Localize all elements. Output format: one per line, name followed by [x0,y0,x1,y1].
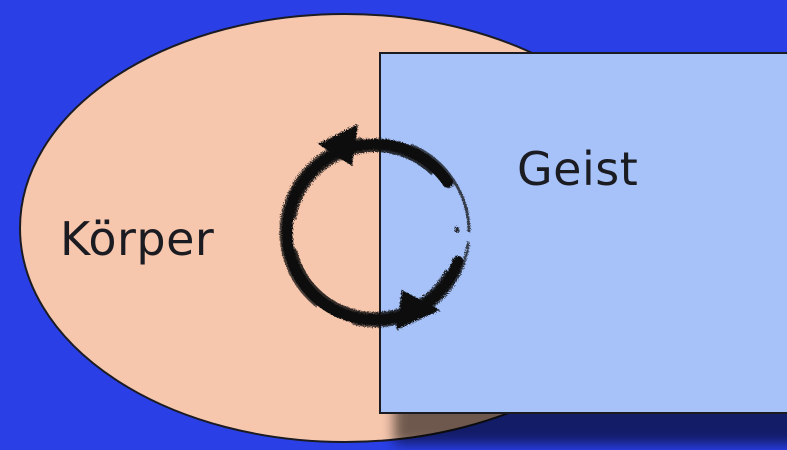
mind-box [380,53,787,413]
body-label: Körper [60,216,214,262]
mind-label: Geist [517,146,638,192]
